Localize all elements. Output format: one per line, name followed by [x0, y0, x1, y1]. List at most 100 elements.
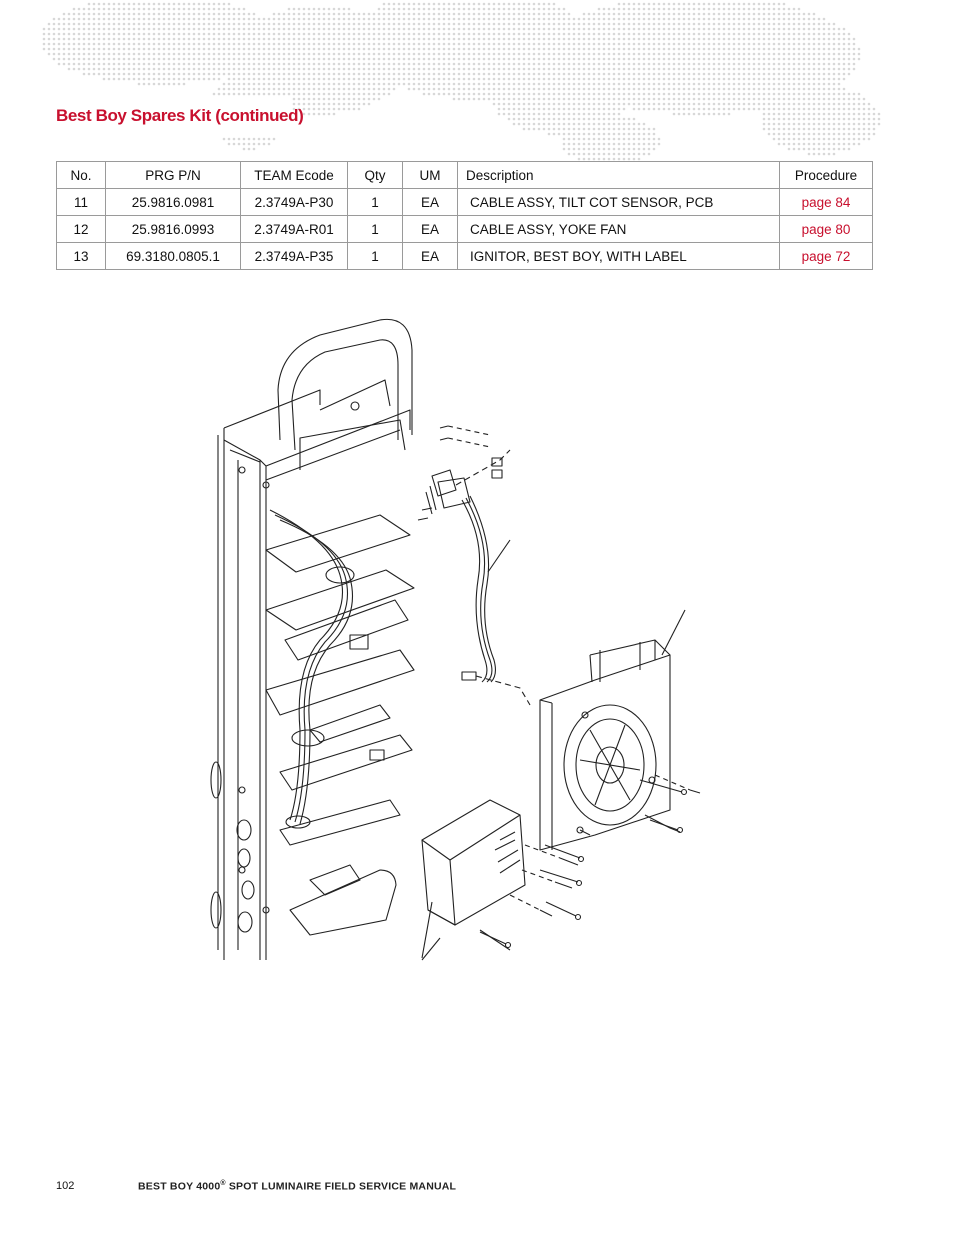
map-dot [697, 62, 701, 66]
map-dot [217, 37, 221, 41]
map-dot [527, 122, 531, 126]
map-dot [757, 42, 761, 46]
map-dot [712, 2, 716, 6]
map-dot [392, 77, 396, 81]
map-dot [812, 147, 816, 151]
map-dot [257, 142, 261, 146]
map-dot [597, 72, 601, 76]
map-dot [507, 32, 511, 36]
map-dot [632, 2, 636, 6]
map-dot [822, 52, 826, 56]
map-dot [817, 92, 821, 96]
procedure-link[interactable]: page 80 [779, 215, 873, 243]
map-dot [587, 137, 591, 141]
map-dot [217, 72, 221, 76]
col-no: No. [56, 161, 106, 189]
map-dot [362, 87, 366, 91]
map-dot [287, 27, 291, 31]
map-dot [762, 22, 766, 26]
map-dot [607, 87, 611, 91]
map-dot [217, 17, 221, 21]
map-dot [87, 7, 91, 11]
map-dot [747, 77, 751, 81]
map-dot [197, 42, 201, 46]
map-dot [422, 37, 426, 41]
map-dot [772, 72, 776, 76]
map-dot [612, 147, 616, 151]
map-dot [797, 142, 801, 146]
map-dot [117, 2, 121, 6]
map-dot [437, 77, 441, 81]
map-dot [597, 57, 601, 61]
map-dot [542, 17, 546, 21]
map-dot [517, 117, 521, 121]
map-dot [452, 37, 456, 41]
map-dot [767, 87, 771, 91]
map-dot [487, 87, 491, 91]
map-dot [237, 32, 241, 36]
map-dot [227, 12, 231, 16]
map-dot [587, 132, 591, 136]
map-dot [142, 47, 146, 51]
map-dot [507, 52, 511, 56]
map-dot [547, 22, 551, 26]
map-dot [822, 32, 826, 36]
map-dot [252, 52, 256, 56]
map-dot [102, 62, 106, 66]
map-dot [532, 12, 536, 16]
map-dot [712, 87, 716, 91]
map-dot [827, 72, 831, 76]
map-dot [812, 132, 816, 136]
map-dot [262, 82, 266, 86]
map-dot [612, 27, 616, 31]
map-dot [352, 32, 356, 36]
map-dot [152, 47, 156, 51]
map-dot [837, 132, 841, 136]
map-dot [472, 72, 476, 76]
map-dot [737, 72, 741, 76]
map-dot [207, 17, 211, 21]
map-dot [267, 32, 271, 36]
map-dot [222, 37, 226, 41]
map-dot [267, 22, 271, 26]
map-dot [197, 57, 201, 61]
map-dot [322, 52, 326, 56]
map-dot [437, 67, 441, 71]
map-dot [387, 82, 391, 86]
map-dot [287, 12, 291, 16]
map-dot [407, 52, 411, 56]
map-dot [592, 107, 596, 111]
map-dot [657, 72, 661, 76]
map-dot [777, 7, 781, 11]
map-dot [802, 142, 806, 146]
map-dot [302, 37, 306, 41]
map-dot [737, 2, 741, 6]
map-dot [672, 82, 676, 86]
map-dot [807, 27, 811, 31]
procedure-link[interactable]: page 84 [779, 188, 873, 216]
map-dot [772, 117, 776, 121]
map-dot [667, 102, 671, 106]
map-dot [142, 22, 146, 26]
map-dot [342, 72, 346, 76]
map-dot [492, 12, 496, 16]
map-dot [837, 57, 841, 61]
map-dot [752, 97, 756, 101]
map-dot [317, 57, 321, 61]
map-dot [482, 7, 486, 11]
procedure-link[interactable]: page 72 [779, 242, 873, 270]
map-dot [157, 47, 161, 51]
map-dot [772, 52, 776, 56]
map-dot [767, 112, 771, 116]
map-dot [807, 52, 811, 56]
map-dot [727, 72, 731, 76]
map-dot [97, 32, 101, 36]
map-dot [347, 62, 351, 66]
map-dot [782, 57, 786, 61]
map-dot [532, 2, 536, 6]
map-dot [817, 42, 821, 46]
map-dot [592, 12, 596, 16]
map-dot [332, 27, 336, 31]
map-dot [687, 72, 691, 76]
map-dot [767, 72, 771, 76]
